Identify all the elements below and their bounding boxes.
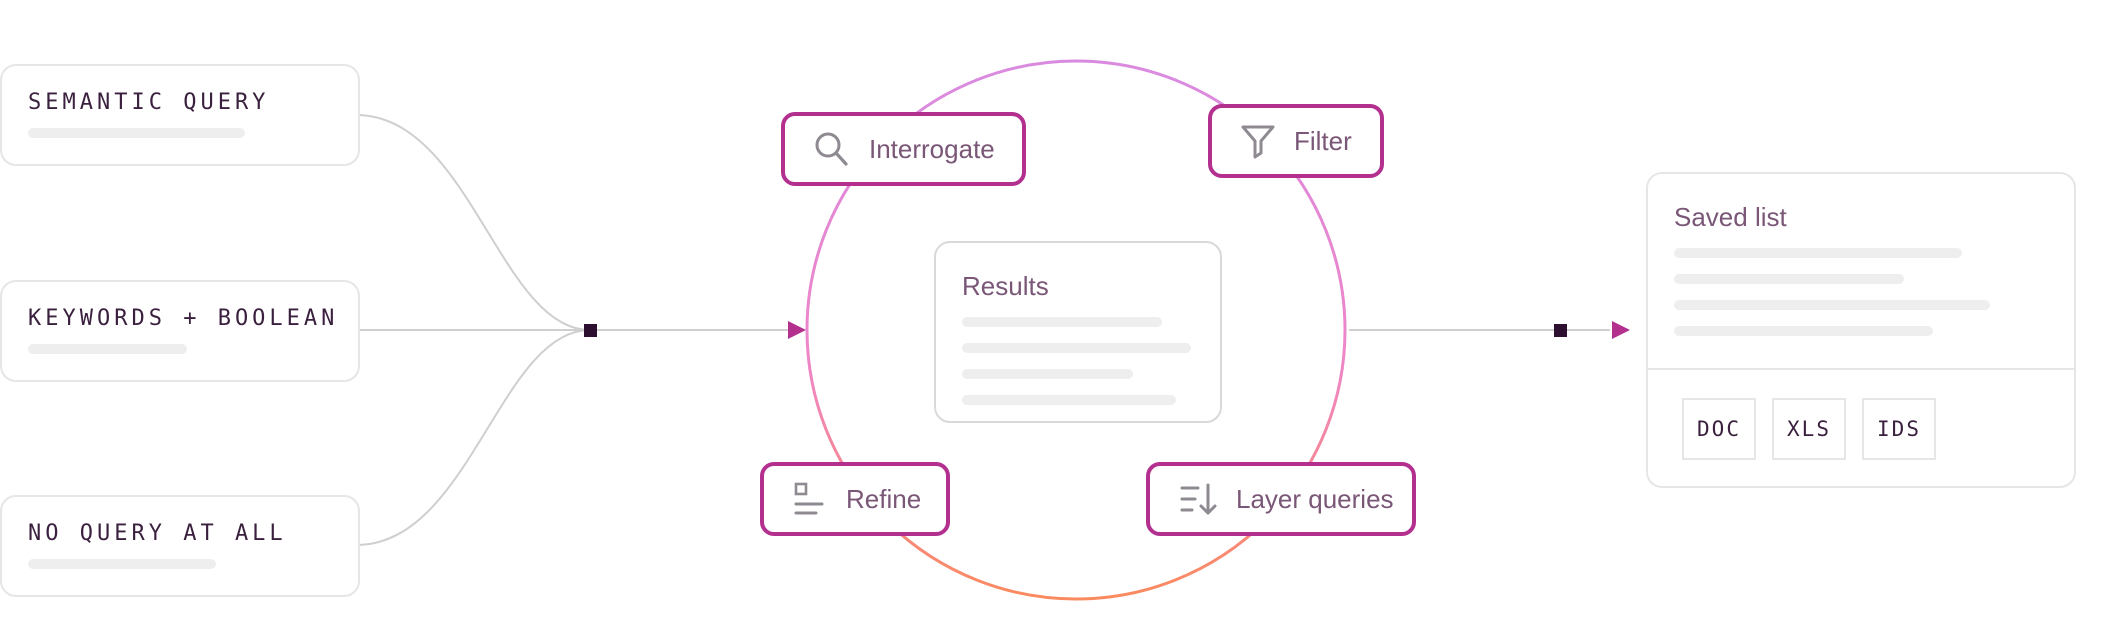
semantic-query-label: SEMANTIC QUERY [28, 90, 270, 115]
ids-format-button[interactable]: IDS [1862, 398, 1936, 460]
filter-icon [1240, 122, 1276, 160]
refine-label: Refine [846, 483, 922, 514]
placeholder-line [1674, 248, 1962, 258]
arrow-into-output [1612, 321, 1630, 339]
results-title: Results [962, 271, 1049, 301]
placeholder-line [1674, 274, 1904, 284]
search-icon [813, 130, 851, 168]
placeholder-line [962, 343, 1191, 353]
arrow-into-cycle [788, 321, 806, 339]
refine-button[interactable]: Refine [760, 462, 950, 536]
cycle-ring [805, 59, 1347, 601]
doc-format-button[interactable]: DOC [1682, 398, 1756, 460]
interrogate-label: Interrogate [869, 133, 995, 164]
filter-label: Filter [1294, 125, 1352, 156]
input-card-no-query[interactable]: NO QUERY AT ALL [0, 495, 360, 597]
placeholder-line [28, 344, 187, 354]
keywords-boolean-label: KEYWORDS + BOOLEAN [28, 306, 339, 331]
placeholder-line [962, 395, 1176, 405]
no-query-label: NO QUERY AT ALL [28, 521, 287, 546]
placeholder-line [962, 369, 1133, 379]
placeholder-line [28, 128, 245, 138]
saved-list-card: Saved list DOC XLS IDS [1646, 172, 2076, 488]
placeholder-line [962, 317, 1162, 327]
sort-descending-icon [1178, 480, 1218, 518]
results-card: Results [934, 241, 1222, 423]
placeholder-line [28, 559, 216, 569]
placeholder-line [1674, 326, 1933, 336]
interrogate-button[interactable]: Interrogate [781, 112, 1026, 186]
layer-queries-button[interactable]: Layer queries [1146, 462, 1416, 536]
input-card-semantic[interactable]: SEMANTIC QUERY [0, 64, 360, 166]
filter-button[interactable]: Filter [1208, 104, 1384, 178]
card-divider [1648, 368, 2074, 370]
xls-format-button[interactable]: XLS [1772, 398, 1846, 460]
saved-list-title: Saved list [1674, 202, 1787, 232]
output-node [1554, 324, 1567, 337]
connector-semantic [355, 114, 591, 331]
input-card-keywords[interactable]: KEYWORDS + BOOLEAN [0, 280, 360, 382]
layer-queries-label: Layer queries [1236, 483, 1394, 514]
placeholder-line [1674, 300, 1990, 310]
refine-icon [792, 480, 828, 518]
connector-none [355, 329, 591, 546]
merge-node [584, 324, 597, 337]
